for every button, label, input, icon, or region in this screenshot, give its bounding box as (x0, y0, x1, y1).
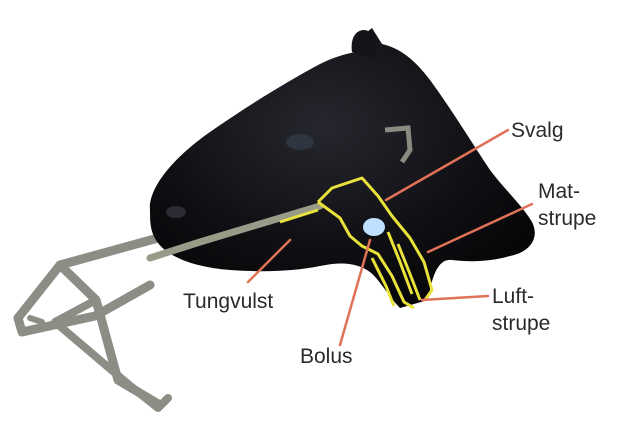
horse-head (150, 28, 535, 308)
label-bolus: Bolus (300, 345, 353, 369)
label-tungvulst: Tungvulst (183, 290, 273, 314)
nostril (166, 206, 186, 218)
leader-luftstrupe (422, 296, 488, 300)
label-matstrupe-line1: Mat- (538, 180, 580, 204)
eye (286, 134, 314, 150)
label-matstrupe-line2: strupe (538, 207, 596, 231)
bolus-mark (363, 218, 385, 236)
label-luftstrupe-line2: strupe (492, 312, 550, 336)
label-luftstrupe-line1: Luft- (492, 285, 534, 309)
label-svalg: Svalg (511, 119, 564, 143)
